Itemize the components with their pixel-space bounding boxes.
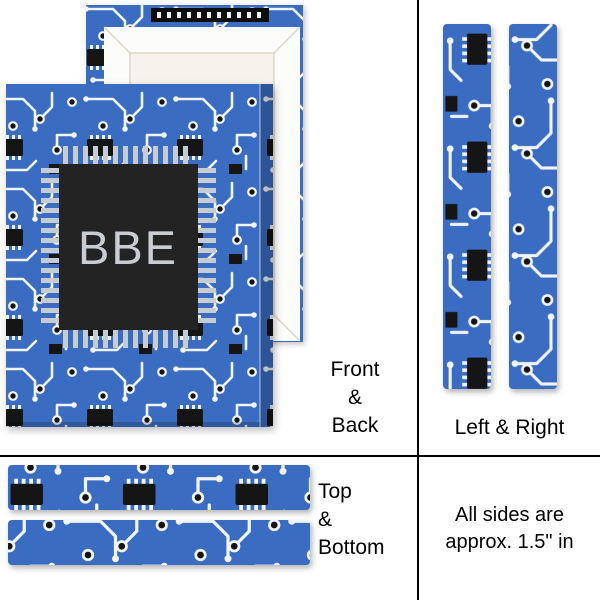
right-side-strip-print <box>509 24 557 389</box>
top-side-strip-print <box>8 465 310 510</box>
front-back-label-line: Front <box>330 358 380 381</box>
front-back-label: Front & Back <box>316 356 394 440</box>
front-canvas: BBE <box>6 84 273 427</box>
bottom-side-strip <box>8 520 310 565</box>
panel-front-back: BBE Front & Back <box>6 5 394 440</box>
top-bottom-label-line: Bottom <box>318 536 385 559</box>
panel-top-bottom: Top & Bottom <box>0 455 417 600</box>
top-bottom-label: Top & Bottom <box>318 478 385 562</box>
right-side-strip <box>509 24 557 389</box>
left-right-label: Left & Right <box>454 416 565 439</box>
size-note: All sides are approx. 1.5" in <box>445 502 573 556</box>
front-canvas-bottom-edge <box>6 422 260 427</box>
monogram-text: BBE <box>78 221 178 274</box>
front-back-label-line: & <box>347 386 362 409</box>
size-note-line: approx. 1.5" in <box>445 530 574 553</box>
size-note-line: All sides are <box>455 503 564 526</box>
front-back-preview: BBE <box>6 5 303 427</box>
top-bottom-label-line: & <box>318 508 333 531</box>
left-side-strip-print <box>443 24 491 389</box>
top-side-strip <box>8 465 310 510</box>
panel-left-right: Left & Right <box>417 0 600 455</box>
front-back-label-line: Back <box>331 414 379 437</box>
bottom-side-strip-print <box>8 520 310 565</box>
chip-pins <box>41 146 216 348</box>
top-bottom-label-line: Top <box>318 480 352 503</box>
front-canvas-side-edge <box>260 84 273 427</box>
left-side-strip <box>443 24 491 389</box>
monogram-chip <box>59 164 198 330</box>
panel-note: All sides are approx. 1.5" in <box>417 455 600 600</box>
